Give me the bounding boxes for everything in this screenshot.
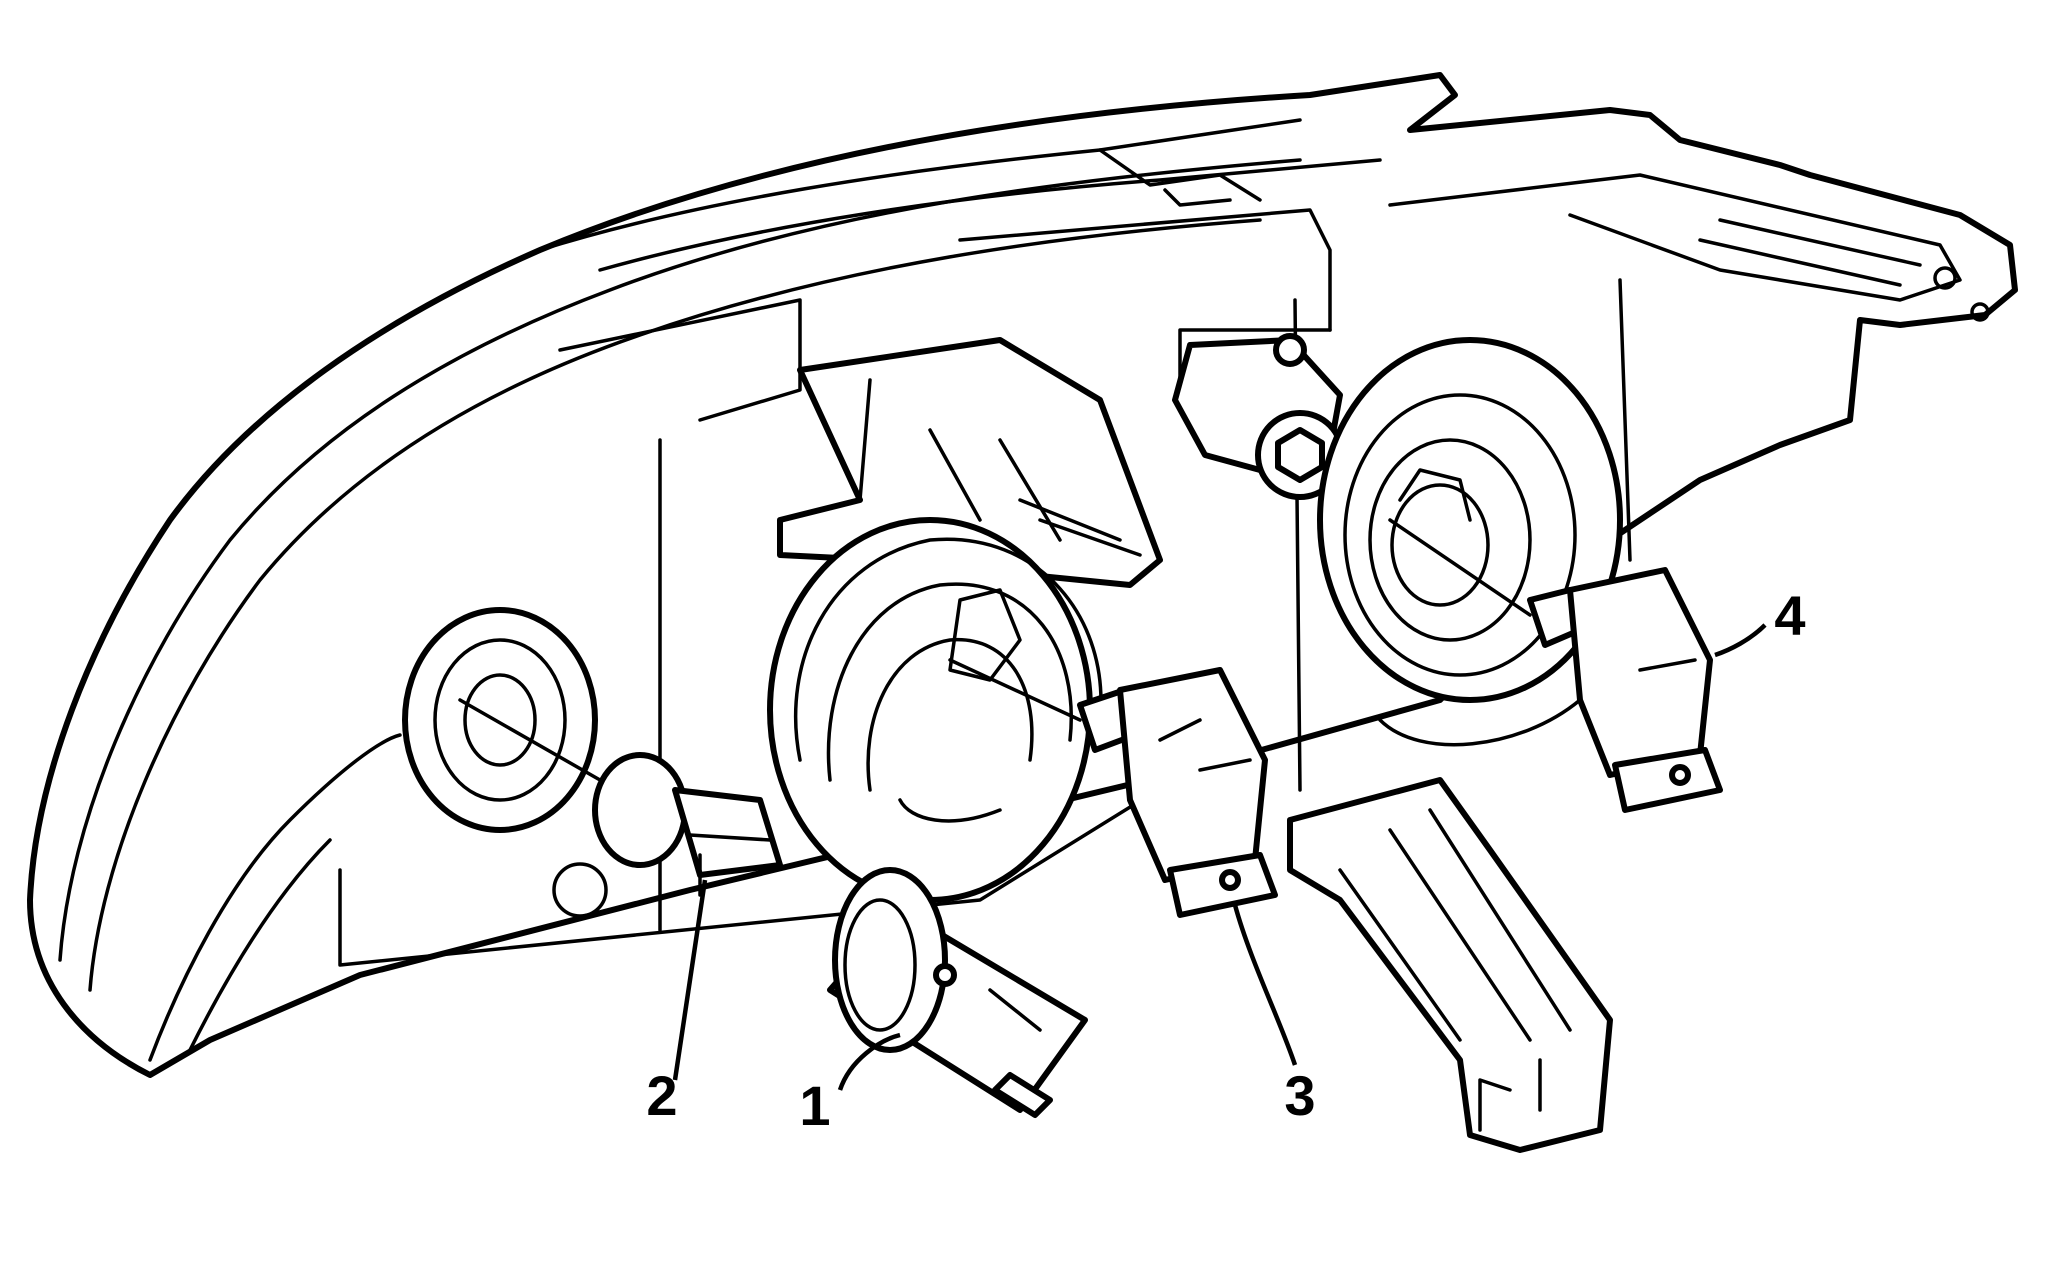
adjuster-knob [1172, 333, 1345, 500]
leader-2 [672, 879, 708, 1081]
callout-2: 2 [646, 1064, 677, 1127]
center-mount-bracket [777, 337, 1163, 588]
callout-leaders [672, 623, 1767, 1091]
callout-3: 3 [1284, 1064, 1315, 1127]
callout-labels: 1 2 3 4 [646, 584, 1805, 1137]
leader-1 [837, 1032, 901, 1091]
bulb-1-socket [827, 867, 1088, 1118]
center-reflector [767, 517, 1103, 903]
left-reflector [402, 607, 608, 918]
callout-1: 1 [799, 1074, 830, 1137]
bulb-4-high-beam [1388, 518, 1723, 813]
leader-3 [1232, 904, 1298, 1066]
bulb-3-low-beam [948, 658, 1278, 918]
bulb-2-wedge [458, 698, 783, 897]
leader-4 [1714, 623, 1767, 658]
lower-support-rib [1287, 777, 1613, 1153]
callout-4: 4 [1774, 584, 1805, 647]
